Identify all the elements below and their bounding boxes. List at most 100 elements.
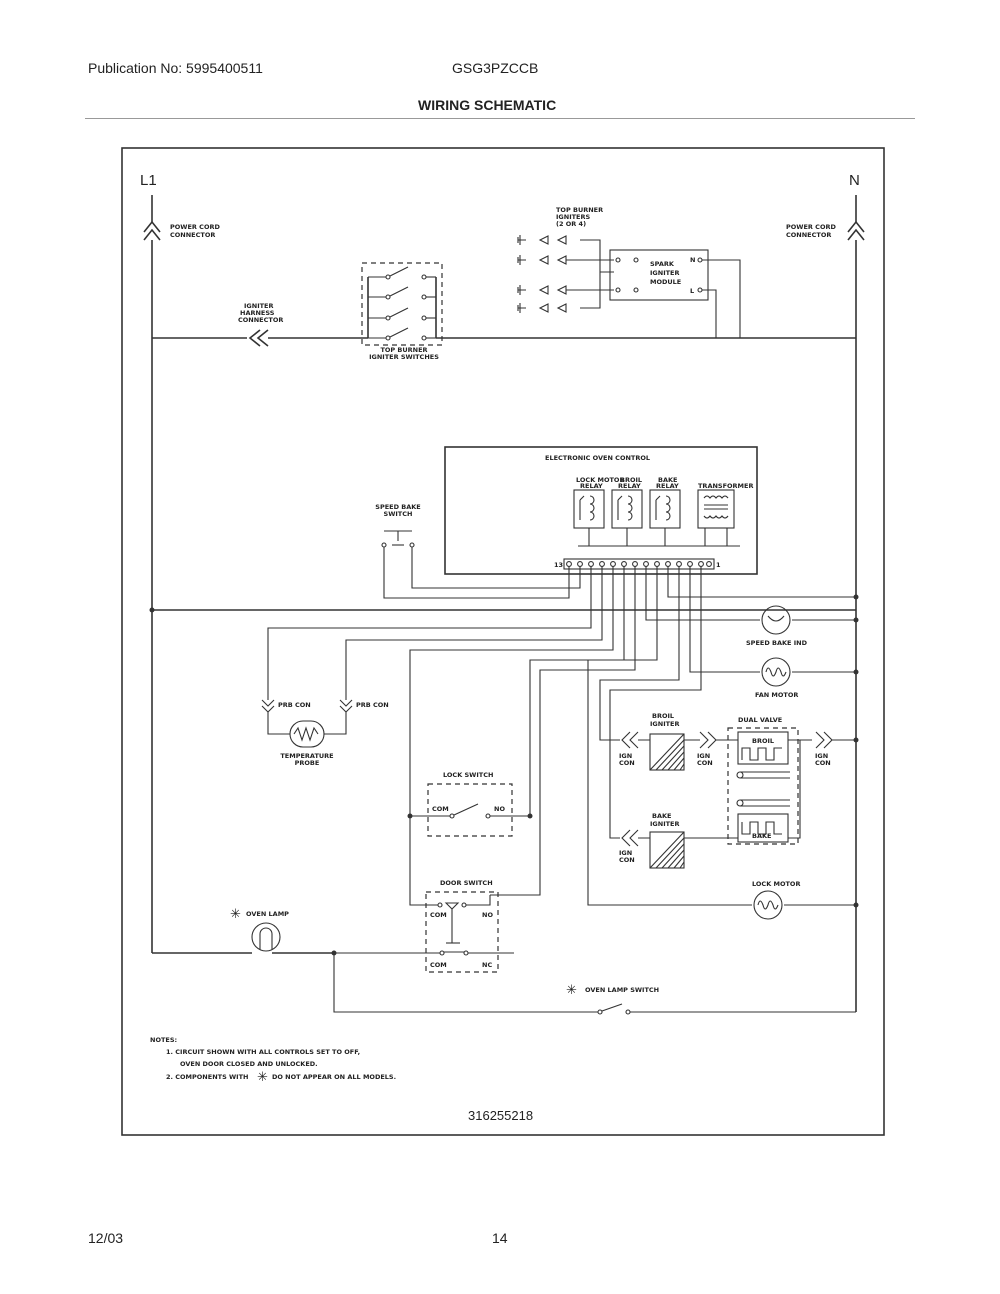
door-switch-top-leads <box>409 816 491 906</box>
oven-lamp-switch-blade <box>601 1003 623 1012</box>
broil-igniter-wire <box>599 566 680 741</box>
electronic-oven-control <box>444 446 758 575</box>
speed-bake-ind-label: SPEED BAKE IND <box>746 639 808 647</box>
door-switch-no-label: NO <box>482 911 493 919</box>
junction <box>853 617 859 623</box>
valve-bake-coil <box>737 813 789 843</box>
spark-l-label: L <box>690 287 694 295</box>
door-switch-contact <box>437 902 443 908</box>
speed-bake-ind-wire <box>645 566 760 621</box>
drawing-number: 316255218 <box>468 1108 533 1123</box>
door-switch-contact <box>461 902 467 908</box>
probe-resistor-icon <box>293 726 319 742</box>
note-1-line-2: OVEN DOOR CLOSED AND UNLOCKED. <box>180 1060 318 1068</box>
oven-lamp-switch-contact <box>625 1009 631 1015</box>
spark-n-terminal <box>697 257 703 263</box>
note-2-asterisk: ✳ <box>257 1069 268 1084</box>
spark-terminal-d <box>633 287 639 293</box>
ign-con-c-symbol <box>621 829 639 847</box>
spark-terminal-b <box>615 287 621 293</box>
igniter-3 <box>517 285 614 295</box>
probe-wire-2 <box>345 566 603 700</box>
probe-wire-1 <box>267 566 592 700</box>
ign-con-d-symbol <box>815 731 833 749</box>
valve-broil-label: BROIL <box>752 737 774 745</box>
valve-plunger-head <box>736 799 744 807</box>
lamp-filament-icon <box>259 927 273 950</box>
note-2-end: DO NOT APPEAR ON ALL MODELS. <box>272 1073 396 1081</box>
oven-lamp <box>251 922 281 952</box>
dual-valve-label: DUAL VALVE <box>738 716 782 724</box>
igniter-2 <box>517 255 614 265</box>
oven-lamp-switch-asterisk: ✳ <box>566 982 577 997</box>
igniter-harness-connector-symbol <box>248 329 269 347</box>
note-1-line-1: 1. CIRCUIT SHOWN WITH ALL CONTROLS SET T… <box>166 1048 360 1056</box>
valve-bake-label: BAKE <box>752 832 771 840</box>
lock-switch-wire-com <box>409 566 614 816</box>
door-switch-contact <box>463 950 469 956</box>
power-cord-connector-right-symbol <box>847 220 865 241</box>
oven-lamp-label: OVEN LAMP <box>246 910 289 918</box>
prb-con-2-label: PRB CON <box>356 701 389 709</box>
spark-l-terminal <box>697 287 703 293</box>
diagram-frame <box>121 147 885 1136</box>
lock-motor-label: LOCK MOTOR <box>752 880 800 888</box>
note-2-start: 2. COMPONENTS WITH <box>166 1073 248 1081</box>
igniter-4 <box>517 303 567 313</box>
switch-2 <box>368 286 436 300</box>
lock-switch-com-contact <box>449 813 455 819</box>
door-switch-nc-label: NC <box>482 961 492 969</box>
fan-motor <box>761 657 791 687</box>
door-switch-wire-no <box>490 566 636 896</box>
valve-broil-coil <box>737 731 789 765</box>
valve-plunger-head <box>736 771 744 779</box>
switch-3 <box>368 307 436 321</box>
igniter-1 <box>517 235 567 245</box>
speed-bake-wire-1 <box>383 547 570 599</box>
bake-igniter-wire <box>609 566 702 839</box>
fan-motor-label: FAN MOTOR <box>755 691 798 699</box>
prb-con-1-label: PRB CON <box>278 701 311 709</box>
header-divider <box>85 118 915 119</box>
door-switch-actuator <box>444 902 460 910</box>
power-cord-connector-left-symbol <box>143 220 161 241</box>
terminal-strip <box>563 558 715 570</box>
junction <box>853 902 859 908</box>
ign-con-a-symbol <box>621 731 639 749</box>
top-burner-igniter-switches <box>361 262 443 346</box>
door-switch-com2-label: COM <box>430 961 447 969</box>
junction <box>527 813 533 819</box>
door-switch-com1-label: COM <box>430 911 447 919</box>
spark-l-wire <box>702 289 717 338</box>
lock-switch-com-label: COM <box>432 805 449 813</box>
transformer <box>697 489 735 529</box>
probe-leads <box>267 712 347 735</box>
indicator-lamp-icon <box>767 615 785 622</box>
terminal-first-label: 13 <box>554 561 563 569</box>
spark-terminal-c <box>633 257 639 263</box>
transformer-label: TRANSFORMER <box>698 482 753 490</box>
lock-switch <box>427 783 513 837</box>
n-label: N <box>849 172 860 189</box>
bake-igniter <box>649 831 685 869</box>
speed-bake-switch <box>381 530 415 548</box>
bake-relay <box>649 489 681 529</box>
valve-bake-plunger <box>740 799 790 807</box>
oven-lamp-asterisk: ✳ <box>230 906 241 921</box>
door-switch-label: DOOR SWITCH <box>440 879 493 887</box>
switch-4 <box>368 327 436 341</box>
broil-igniter <box>649 733 685 771</box>
valve-broil-plunger <box>740 771 790 779</box>
temperature-probe <box>289 720 325 748</box>
terminals <box>566 561 712 567</box>
lock-switch-blade <box>453 803 479 816</box>
